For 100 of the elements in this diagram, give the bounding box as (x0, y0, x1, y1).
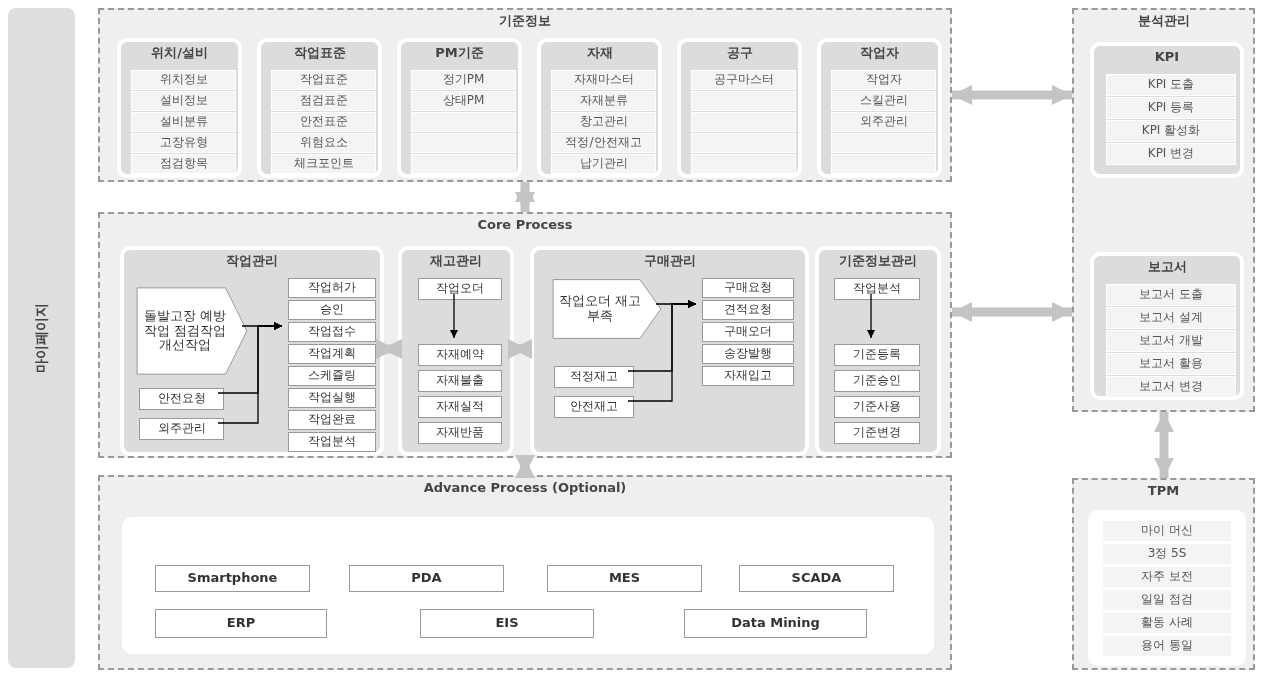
process-box: 스케쥴링 (288, 366, 376, 386)
list-entry: 작업자 (831, 70, 936, 90)
list-entry: 보고서 활용 (1106, 353, 1236, 375)
process-box: 기준승인 (834, 370, 920, 392)
list-entry (831, 154, 936, 174)
list-entry: 적정/안전재고 (551, 133, 656, 153)
process-box: 구매요청 (702, 278, 794, 298)
list-entry: KPI 도출 (1106, 74, 1236, 96)
list-entry: 보고서 개발 (1106, 330, 1236, 352)
process-box: 안전재고 (554, 396, 634, 418)
section-title: Advance Process (Optional) (422, 481, 628, 496)
list-entry: 상태PM (411, 91, 516, 111)
section-title: Core Process (476, 218, 574, 233)
system-box: MES (547, 565, 702, 592)
module-card (1090, 252, 1244, 400)
module-title: 공구 (725, 46, 754, 61)
list-entry (691, 112, 796, 132)
module-card (537, 38, 662, 178)
module-card (530, 246, 809, 456)
list-entry: 3정 5S (1102, 543, 1232, 565)
double-arrow (952, 85, 1072, 105)
list-entry (831, 133, 936, 153)
process-box: 자재실적 (418, 396, 502, 418)
process-box: 자재예약 (418, 344, 502, 366)
list-entry: KPI 변경 (1106, 143, 1236, 165)
module-card (677, 38, 802, 178)
module-title: KPI (1153, 50, 1181, 65)
list-entry: 공구마스터 (691, 70, 796, 90)
trigger-tag: 작업오더 재고부족 (552, 279, 662, 339)
process-box: 자재입고 (702, 366, 794, 386)
module-card (257, 38, 382, 178)
module-card (815, 246, 941, 456)
process-box: 작업허가 (288, 278, 376, 298)
system-box: SCADA (739, 565, 894, 592)
module-title: 보고서 (1146, 260, 1188, 275)
system-box: PDA (349, 565, 504, 592)
system-box: Smartphone (155, 565, 310, 592)
arrow (867, 293, 875, 339)
module-title: 구매관리 (642, 254, 697, 269)
list-entry: 보고서 변경 (1106, 376, 1236, 398)
module-title: 위치/설비 (150, 46, 209, 61)
list-entry: 보고서 도출 (1106, 284, 1236, 306)
process-box: 작업분석 (834, 278, 920, 300)
list-entry (411, 112, 516, 132)
list-entry: 마이 머신 (1102, 520, 1232, 542)
list-entry: 정기PM (411, 70, 516, 90)
section-panel (98, 475, 952, 670)
list-entry: 보고서 설계 (1106, 307, 1236, 329)
process-box: 작업분석 (288, 432, 376, 452)
section-panel (1072, 8, 1255, 412)
list-entry: 작업표준 (271, 70, 376, 90)
sidebar-panel: 마이페이지 (8, 8, 75, 668)
list-entry (691, 91, 796, 111)
arrow (450, 293, 458, 339)
module-card (120, 246, 384, 456)
module-title: 작업자 (859, 46, 900, 61)
list-entry: 용어 통일 (1102, 635, 1232, 657)
list-entry: 위험요소 (271, 133, 376, 153)
module-card (397, 38, 522, 178)
process-box: 작업실행 (288, 388, 376, 408)
section-title: TPM (1146, 484, 1181, 499)
system-box: Data Mining (684, 609, 867, 638)
trigger-tag: 돌발고장 예방작업 점검작업 개선작업 (136, 287, 248, 375)
list-entry: 설비정보 (131, 91, 236, 111)
module-card (817, 38, 942, 178)
double-arrow (1154, 412, 1174, 478)
module-title: 기준정보관리 (838, 254, 918, 269)
list-entry: 자재마스터 (551, 70, 656, 90)
system-box: ERP (155, 609, 327, 638)
module-title: PM기준 (434, 46, 485, 61)
module-card (1090, 42, 1244, 178)
list-entry (691, 154, 796, 174)
process-box: 기준변경 (834, 422, 920, 444)
process-box: 작업계획 (288, 344, 376, 364)
section-panel (1072, 478, 1255, 670)
process-box: 자재반품 (418, 422, 502, 444)
list-entry: 고장유형 (131, 133, 236, 153)
list-entry: 안전표준 (271, 112, 376, 132)
process-box: 작업완료 (288, 410, 376, 430)
list-entry (411, 154, 516, 174)
list-entry (691, 133, 796, 153)
list-entry: 일일 점검 (1102, 589, 1232, 611)
module-card (398, 246, 514, 456)
section-title: 기준정보 (498, 14, 552, 29)
module-card (117, 38, 242, 178)
process-box: 승인 (288, 300, 376, 320)
double-arrow (515, 182, 535, 212)
process-box: 견적요청 (702, 300, 794, 320)
double-arrow (508, 339, 532, 359)
module-title: 작업표준 (292, 46, 347, 61)
list-entry: 위치정보 (131, 70, 236, 90)
list-entry: 점검항목 (131, 154, 236, 174)
list-entry: KPI 등록 (1106, 97, 1236, 119)
double-arrow (952, 302, 1072, 322)
section-title: 분석관리 (1136, 14, 1191, 29)
list-entry: 체크포인트 (271, 154, 376, 174)
section-panel (98, 212, 952, 458)
process-box: 적정재고 (554, 366, 634, 388)
module-title: 재고관리 (429, 254, 483, 269)
list-entry: 자주 보전 (1102, 566, 1232, 588)
